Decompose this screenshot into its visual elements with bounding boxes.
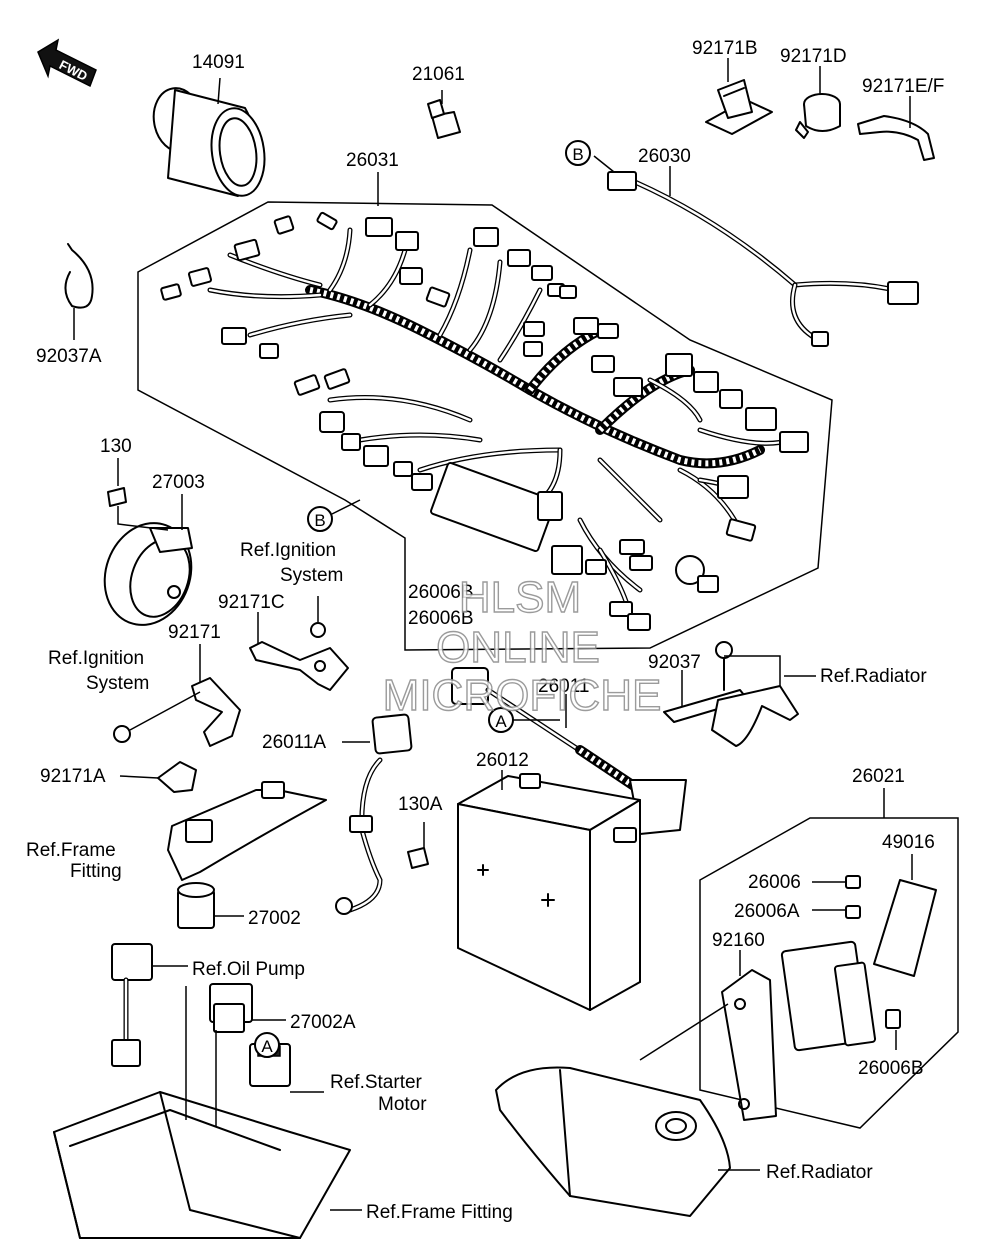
ref-ignition-2-line2: System bbox=[86, 673, 149, 694]
label-92171D: 92171D bbox=[780, 46, 847, 67]
watermark: HLSM ONLINE MICROFICHE bbox=[382, 572, 662, 720]
harness-outline bbox=[137, 201, 833, 651]
relay-27002A bbox=[209, 983, 286, 1033]
ref-starter-line2: Motor bbox=[378, 1094, 427, 1115]
label-92160: 92160 bbox=[712, 930, 765, 951]
battery-26012 bbox=[457, 770, 641, 1011]
label-21061: 21061 bbox=[412, 64, 465, 85]
label-26012: 26012 bbox=[476, 750, 529, 771]
label-27002A: 27002A bbox=[290, 1012, 356, 1033]
callout-A-low-label: A bbox=[261, 1037, 273, 1056]
ref-ignition-1-line2: System bbox=[280, 565, 343, 586]
watermark-line3: MICROFICHE bbox=[383, 671, 662, 720]
label-49016: 49016 bbox=[882, 832, 935, 853]
fwd-arrow-icon: FWD bbox=[37, 38, 97, 88]
callout-A-mid-label: A bbox=[495, 712, 507, 731]
battery-case bbox=[53, 986, 362, 1239]
label-27003: 27003 bbox=[152, 472, 205, 493]
cover-92160 bbox=[639, 950, 777, 1121]
label-26006: 26006 bbox=[748, 872, 801, 893]
label-26030: 26030 bbox=[638, 146, 691, 167]
label-92171: 92171 bbox=[168, 622, 221, 643]
label-26006B-1: 26006B bbox=[408, 582, 474, 603]
main-harness-26031 bbox=[160, 172, 809, 631]
callout-B-mid-label: B bbox=[314, 511, 325, 530]
label-92171B: 92171B bbox=[692, 38, 758, 59]
ref-frame-1-line1: Ref.Frame bbox=[26, 840, 116, 861]
ref-frame-2: Ref.Frame Fitting bbox=[366, 1202, 513, 1223]
ref-radiator-2: Ref.Radiator bbox=[766, 1162, 873, 1183]
clamp-92171B bbox=[705, 58, 773, 135]
clamp-92171EF bbox=[857, 96, 935, 161]
cover-14091 bbox=[152, 77, 266, 197]
fwd-label: FWD bbox=[57, 57, 90, 84]
label-26006B-2: 26006B bbox=[408, 608, 474, 629]
cable-26011A bbox=[335, 713, 429, 915]
label-26011A: 26011A bbox=[262, 732, 326, 753]
label-26021: 26021 bbox=[852, 766, 905, 787]
watermark-line2: ONLINE bbox=[436, 623, 600, 672]
label-130A: 130A bbox=[398, 794, 443, 815]
bracket-92171C bbox=[249, 596, 349, 691]
callout-A-mid: A bbox=[488, 707, 514, 733]
label-26006A: 26006A bbox=[734, 901, 800, 922]
label-92171C: 92171C bbox=[218, 592, 285, 613]
ref-ignition-2-line1: Ref.Ignition bbox=[48, 648, 144, 669]
callout-B-top: B bbox=[565, 140, 591, 166]
label-27002: 27002 bbox=[248, 908, 301, 929]
label-92037: 92037 bbox=[648, 652, 701, 673]
label-14091: 14091 bbox=[192, 52, 245, 73]
ref-starter-line1: Ref.Starter bbox=[330, 1072, 423, 1093]
label-92171EF: 92171E/F bbox=[862, 76, 944, 97]
sub-harness-26030 bbox=[593, 155, 919, 347]
oil-pump-connector bbox=[111, 943, 188, 1067]
fusebox-outline bbox=[699, 817, 959, 1129]
label-130: 130 bbox=[100, 436, 132, 457]
relay-27002 bbox=[177, 882, 244, 929]
callout-B-mid: B bbox=[307, 499, 361, 532]
callout-A-low: A bbox=[254, 1032, 280, 1058]
ref-frame-1-line2: Fitting bbox=[70, 861, 122, 882]
band-92037A bbox=[64, 243, 94, 340]
ref-ignition-1-line1: Ref.Ignition bbox=[240, 540, 336, 561]
label-26031: 26031 bbox=[346, 150, 399, 171]
horn-27003 bbox=[103, 458, 193, 626]
label-26011: 26011 bbox=[538, 676, 589, 697]
bracket-92171 bbox=[113, 644, 241, 747]
clamp-92171D bbox=[795, 66, 841, 139]
label-92037A: 92037A bbox=[36, 346, 102, 367]
label-26006B-3: 26006B bbox=[858, 1058, 924, 1079]
cable-26011 bbox=[451, 667, 687, 835]
fusebox-26021 bbox=[780, 788, 937, 1052]
connector-21061 bbox=[427, 90, 461, 139]
label-92171A: 92171A bbox=[40, 766, 106, 787]
radiator-reservoir bbox=[495, 1066, 760, 1217]
watermark-line1: HLSM bbox=[459, 573, 581, 622]
bracket-92171A bbox=[119, 761, 197, 793]
radiator-bracket bbox=[663, 641, 816, 747]
ref-oil-pump: Ref.Oil Pump bbox=[192, 959, 305, 980]
callout-B-top-label: B bbox=[572, 145, 583, 164]
ref-radiator-1: Ref.Radiator bbox=[820, 666, 927, 687]
frame-fitting-1 bbox=[167, 781, 327, 881]
